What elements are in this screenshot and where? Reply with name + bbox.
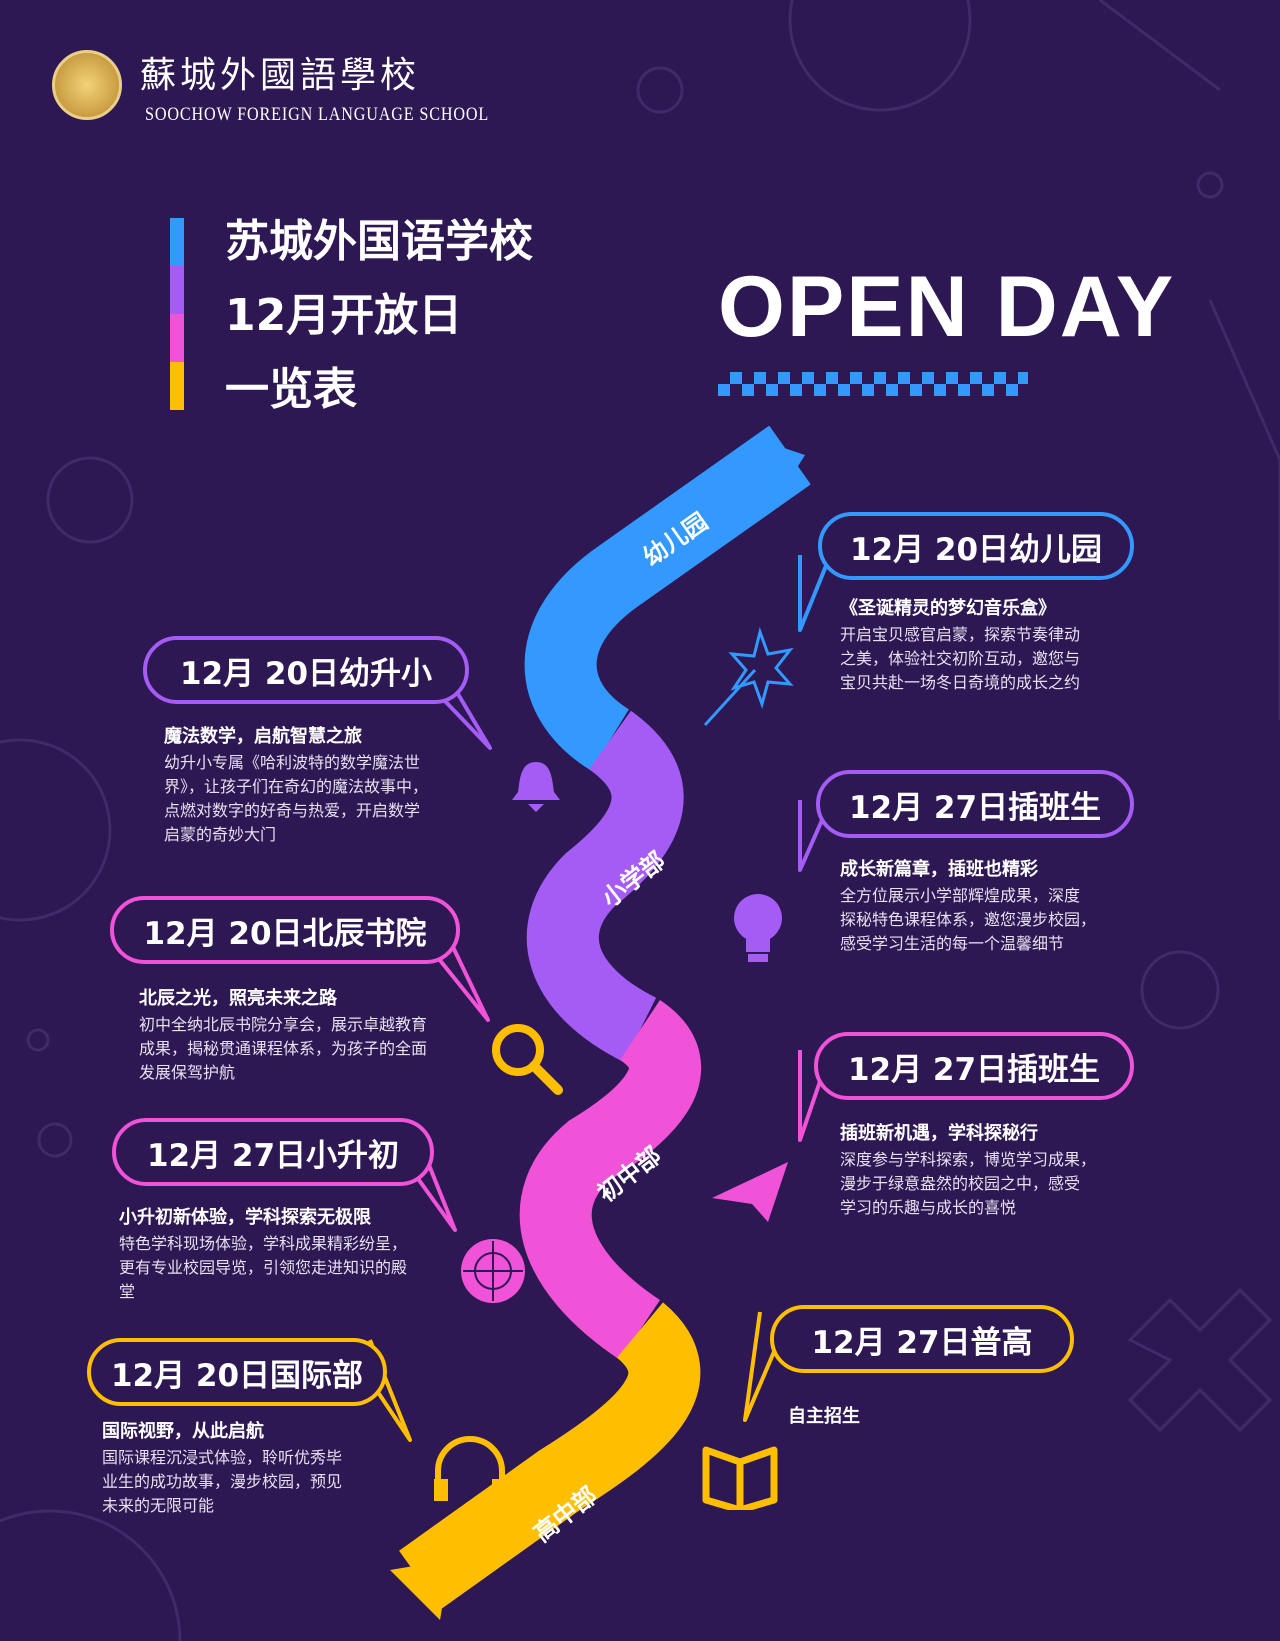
desc-line: 启蒙的奇妙大门 [164, 825, 277, 844]
event-desc-primary-to-middle: 小升初新体验，学科探索无极限特色学科现场体验，学科成果精彩纷呈， 更有专业校园导览… [119, 1206, 407, 1304]
desc-line: 堂 [119, 1282, 136, 1301]
desc-line: 界》，让孩子们在奇幻的魔法故事中， [164, 777, 429, 796]
event-subtitle: 魔法数学，启航智慧之旅 [164, 726, 362, 747]
desc-line: 国际课程沉浸式体验，聆听优秀毕 [102, 1448, 343, 1467]
event-desc-kindergarten: 《圣诞精灵的梦幻音乐盒》开启宝贝感官启蒙，探索节奏律动之美，体验社交初阶互动，邀… [840, 597, 1080, 695]
event-heading-middle-transfer: 12月 27日插班生 [814, 1032, 1134, 1100]
desc-line: 幼升小专属《哈利波特的数学魔法世 [164, 753, 421, 772]
book-icon [702, 1446, 778, 1510]
desc-line: 漫步于绿意盎然的校园之中，感受 [840, 1174, 1081, 1193]
magic-wand-icon [703, 626, 794, 727]
desc-line: 发展保驾护航 [139, 1063, 236, 1082]
event-subtitle: 自主招生 [788, 1406, 860, 1427]
bell-icon [512, 762, 560, 812]
event-subtitle: 小升初新体验，学科探索无极限 [119, 1207, 371, 1228]
event-desc-international: 国际视野，从此启航国际课程沉浸式体验，聆听优秀毕业生的成功故事，漫步校园，预见未… [102, 1420, 342, 1518]
event-heading-beichen: 12月 20日北辰书院 [110, 896, 460, 964]
event-desc-high-school: 自主招生 [788, 1405, 860, 1431]
event-heading-primary-transfer: 12月 27日插班生 [816, 770, 1134, 838]
event-subtitle: 国际视野，从此启航 [102, 1421, 264, 1442]
magnifier-icon [492, 1024, 563, 1095]
desc-line: 业生的成功故事，漫步校园，预见 [102, 1472, 343, 1491]
event-heading-primary-to-middle: 12月 27日小升初 [112, 1118, 434, 1186]
desc-line: 深度参与学科探索，博览学习成果， [840, 1150, 1097, 1169]
desc-line: 宝贝共赴一场冬日奇境的成长之约 [840, 673, 1081, 692]
school-name-cn: 蘇城外國語學校 [140, 55, 421, 96]
event-desc-primary-transfer: 成长新篇章，插班也精彩全方位展示小学部辉煌成果，深度探秘特色课程体系，邀您漫步校… [840, 858, 1096, 956]
event-desc-beichen: 北辰之光，照亮未来之路初中全纳北辰书院分享会，展示卓越教育成果，揭秘贯通课程体系… [139, 987, 427, 1085]
title-bar-yellow [170, 362, 184, 410]
title-bar-purple [170, 266, 184, 314]
event-subtitle: 插班新机遇，学科探秘行 [840, 1123, 1038, 1144]
title-line-3: 一览表 [225, 364, 357, 415]
title-line-1: 苏城外国语学校 [225, 216, 533, 267]
event-desc-k-to-primary: 魔法数学，启航智慧之旅幼升小专属《哈利波特的数学魔法世界》，让孩子们在奇幻的魔法… [164, 725, 428, 847]
desc-line: 更有专业校园导览，引领您走进知识的殿 [119, 1258, 408, 1277]
event-heading-international: 12月 20日国际部 [87, 1338, 387, 1406]
event-subtitle: 《圣诞精灵的梦幻音乐盒》 [840, 598, 1056, 619]
desc-line: 成果，揭秘贯通课程体系，为孩子的全面 [139, 1039, 428, 1058]
school-name-en: SOOCHOW FOREIGN LANGUAGE SCHOOL [145, 104, 490, 125]
desc-line: 未来的无限可能 [102, 1496, 215, 1515]
lightbulb-icon [734, 894, 782, 962]
desc-line: 初中全纳北辰书院分享会，展示卓越教育 [139, 1015, 428, 1034]
desc-line: 点燃对数字的好奇与热爱，开启数学 [164, 801, 421, 820]
event-desc-middle-transfer: 插班新机遇，学科探秘行深度参与学科探索，博览学习成果， 漫步于绿意盎然的校园之中，… [840, 1122, 1096, 1220]
paper-plane-icon [712, 1162, 788, 1222]
event-heading-high-school: 12月 27日普高 [770, 1305, 1074, 1373]
event-heading-k-to-primary: 12月 20日幼升小 [143, 636, 469, 704]
desc-line: 开启宝贝感官启蒙，探索节奏律动 [840, 625, 1081, 644]
school-emblem [52, 50, 122, 120]
title-bar-blue [170, 218, 184, 266]
event-subtitle: 北辰之光，照亮未来之路 [139, 988, 337, 1009]
target-icon [461, 1239, 525, 1303]
desc-line: 之美，体验社交初阶互动，邀您与 [840, 649, 1081, 668]
event-subtitle: 成长新篇章，插班也精彩 [840, 859, 1038, 880]
desc-line: 学习的乐趣与成长的喜悦 [840, 1198, 1017, 1217]
headphones-icon [434, 1436, 506, 1501]
desc-line: 探秘特色课程体系，邀您漫步校园， [840, 910, 1097, 929]
event-heading-kindergarten: 12月 20日幼儿园 [818, 512, 1134, 580]
desc-line: 全方位展示小学部辉煌成果，深度 [840, 886, 1081, 905]
checker-pattern [718, 372, 1028, 396]
title-bar-pink [170, 314, 184, 362]
open-day-title: OPEN DAY [718, 259, 1176, 355]
desc-line: 感受学习生活的每一个温馨细节 [840, 934, 1065, 953]
title-line-2: 12月开放日 [225, 290, 463, 341]
desc-line: 特色学科现场体验，学科成果精彩纷呈， [119, 1234, 408, 1253]
